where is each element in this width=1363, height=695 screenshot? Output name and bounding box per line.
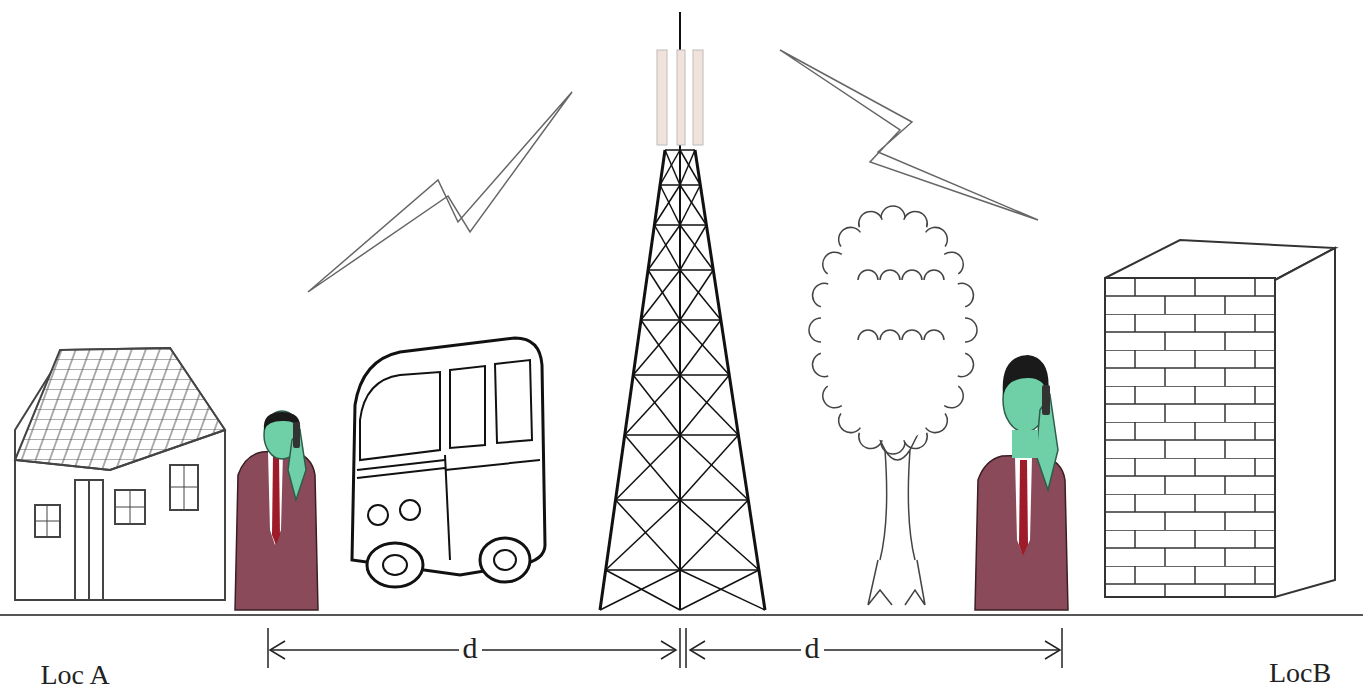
tree-scallop [858,270,878,280]
tree-scallop [958,280,977,307]
tower-brace [633,320,680,375]
tower-brace [633,375,680,435]
tower-brace [680,320,721,375]
tower-brace [680,270,713,320]
tower-brace [616,499,749,501]
tree-scallop [944,247,968,273]
tower-brace [625,434,739,436]
tower-brace [680,500,759,570]
tower-brace [680,270,721,320]
signal-bolt [780,50,1038,220]
tree [809,206,977,605]
tower-brace [680,570,765,610]
tower [600,12,765,610]
tree-scallop [818,386,842,412]
tower-brace [600,570,680,610]
tree-scallop [809,280,828,307]
tree-scallop [904,433,931,452]
tower-brace [606,569,759,571]
tower-brace [654,185,680,225]
location-label: LocB [1269,659,1331,687]
tower-brace [625,375,680,435]
tree-scallop [902,330,922,340]
tree-scallop [881,206,905,218]
bus [352,338,545,587]
tower-brace [680,375,729,435]
signal-bolt [308,92,572,292]
location-label: Loc A [40,661,109,689]
tower-brace [680,435,748,500]
tree-scallop [809,318,821,342]
tree-scallop [858,330,878,340]
tower-brace [680,500,748,570]
tower-brace [680,185,700,225]
tree-scallop [809,353,828,380]
person [235,411,318,610]
tower-brace [648,225,680,270]
tree-scallop [902,270,922,280]
tower-brace [616,435,680,500]
distance-label: d [459,633,482,663]
tower-brace [680,320,729,375]
tree-scallop [834,223,860,247]
tree-scallop [926,414,952,438]
tower-brace [680,435,738,500]
tower-brace [648,270,680,320]
ground-line [0,614,1363,616]
tower-brace [680,225,713,270]
tower-brace [616,500,680,570]
tree-scallop [924,270,944,280]
tower-brace [625,435,680,500]
dimension-line [268,628,1062,668]
tower-brace [660,150,680,185]
person [975,355,1068,610]
tree-scallop [904,208,931,227]
tree-scallop [856,433,883,452]
tower-brace [641,270,680,320]
tree-scallop [818,247,842,273]
tree-scallop [965,318,977,342]
tree-scallop [926,223,952,247]
tower-brace [654,224,706,226]
house [15,348,225,600]
tree-scallop [881,442,905,454]
tree-scallop [958,353,977,380]
tower-brace [641,320,680,375]
distance-label: d [801,633,824,663]
tree-scallop [880,330,900,340]
tree-scallop [924,330,944,340]
tree-crown [821,218,965,442]
tree-scallop [834,414,860,438]
tower-brace [680,150,700,185]
tower-brace [680,375,738,435]
tower-brace [654,225,680,270]
tower-brace [641,319,721,321]
tower-brace [680,185,706,225]
tower-brace [606,500,680,570]
tower-brace [633,374,729,376]
building [1105,240,1335,597]
tree-scallop [856,208,883,227]
tree-scallop [880,270,900,280]
tower-brace [680,225,706,270]
tower-brace [665,149,695,151]
tower-brace [660,184,700,186]
tower-brace [648,269,713,271]
tree-scallop [944,386,968,412]
